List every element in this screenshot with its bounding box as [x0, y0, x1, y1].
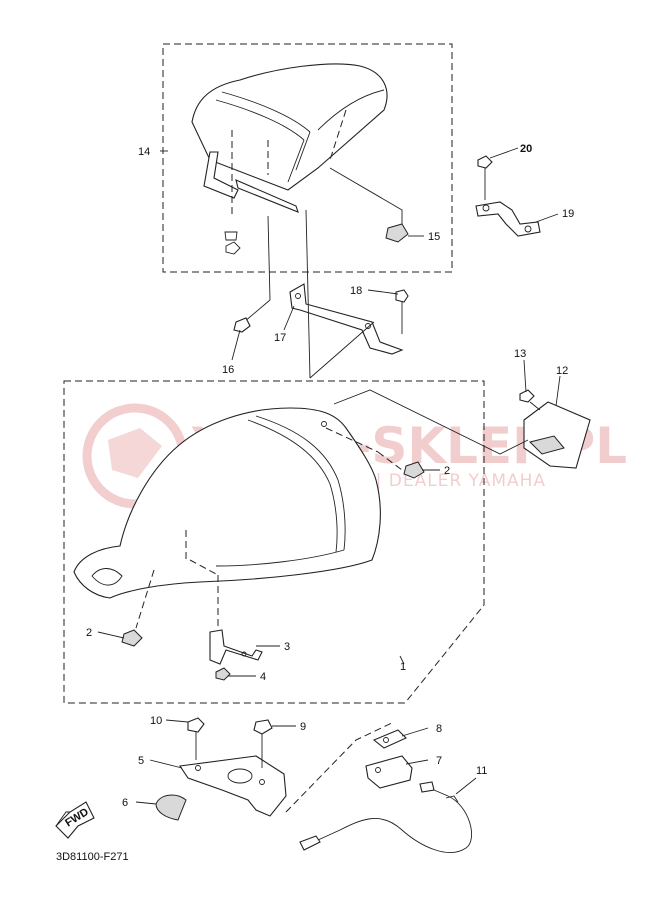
callout-16: 16 — [222, 364, 234, 376]
bracket-part-12 — [333, 389, 591, 469]
callout-2-lower: 2 — [86, 627, 92, 639]
main-seat — [73, 407, 403, 629]
diagram-code: 3D81100-F271 — [56, 851, 129, 863]
callout-12: 12 — [556, 365, 568, 377]
callout-20: 20 — [520, 143, 532, 155]
bracket-part-19 — [475, 155, 541, 237]
callout-1: 1 — [400, 661, 406, 673]
main-seat-group-box — [63, 380, 485, 704]
callout-15: 15 — [428, 231, 440, 243]
callout-13: 13 — [514, 348, 526, 360]
grommet-part-15 — [329, 167, 409, 243]
callout-17: 17 — [274, 332, 286, 344]
callout-8: 8 — [436, 723, 442, 735]
callout-9: 9 — [300, 721, 306, 733]
callout-18: 18 — [350, 285, 362, 297]
callout-5: 5 — [138, 755, 144, 767]
callout-4: 4 — [260, 671, 266, 683]
leader-lines — [97, 147, 561, 805]
pillion-seat-group-box — [162, 43, 453, 273]
callout-7: 7 — [436, 755, 442, 767]
callout-3: 3 — [284, 641, 290, 653]
callout-10: 10 — [150, 715, 162, 727]
callout-labels: 1 2 2 3 4 5 6 7 8 9 10 11 12 13 14 15 16… — [86, 143, 574, 809]
pillion-seat — [191, 63, 388, 255]
callout-11: 11 — [476, 765, 487, 777]
callout-2-upper: 2 — [444, 465, 450, 477]
callout-19: 19 — [562, 208, 574, 220]
bracket-part-3 — [209, 629, 263, 681]
callout-14: 14 — [138, 146, 150, 158]
fwd-arrow-icon: FWD — [55, 801, 95, 839]
callout-6: 6 — [122, 797, 128, 809]
lock-assembly-part-7 — [285, 721, 473, 853]
bracket-part-17 — [233, 209, 409, 379]
plate-part-5 — [155, 717, 287, 821]
grommet-part-2 — [121, 461, 425, 647]
